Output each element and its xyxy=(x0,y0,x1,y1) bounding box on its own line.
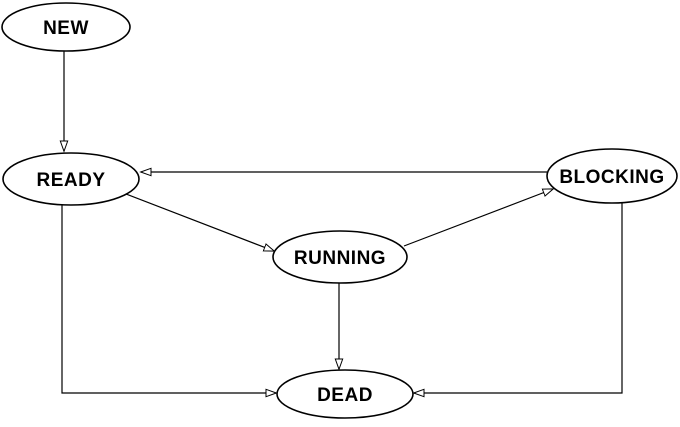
state-ellipse-ready xyxy=(2,152,140,206)
state-label-blocking: BLOCKING xyxy=(559,167,664,188)
state-label-new: NEW xyxy=(43,18,89,39)
state-ellipse-dead xyxy=(276,369,414,419)
edge-ready-to-running xyxy=(125,193,274,251)
edge-ready-to-dead xyxy=(61,204,276,393)
state-node-dead: DEAD xyxy=(276,369,414,419)
state-ellipse-running xyxy=(272,230,408,284)
edge-blocking-to-dead xyxy=(414,203,623,393)
state-label-dead: DEAD xyxy=(317,385,373,406)
state-node-ready: READY xyxy=(2,152,140,206)
state-label-ready: READY xyxy=(36,170,105,191)
state-node-running: RUNNING xyxy=(272,230,408,284)
state-node-new: NEW xyxy=(1,2,131,52)
state-node-blocking: BLOCKING xyxy=(546,148,678,204)
state-ellipse-new xyxy=(1,2,131,52)
state-ellipse-blocking xyxy=(546,148,678,204)
state-label-running: RUNNING xyxy=(294,248,386,269)
edge-running-to-blocking xyxy=(403,189,553,247)
